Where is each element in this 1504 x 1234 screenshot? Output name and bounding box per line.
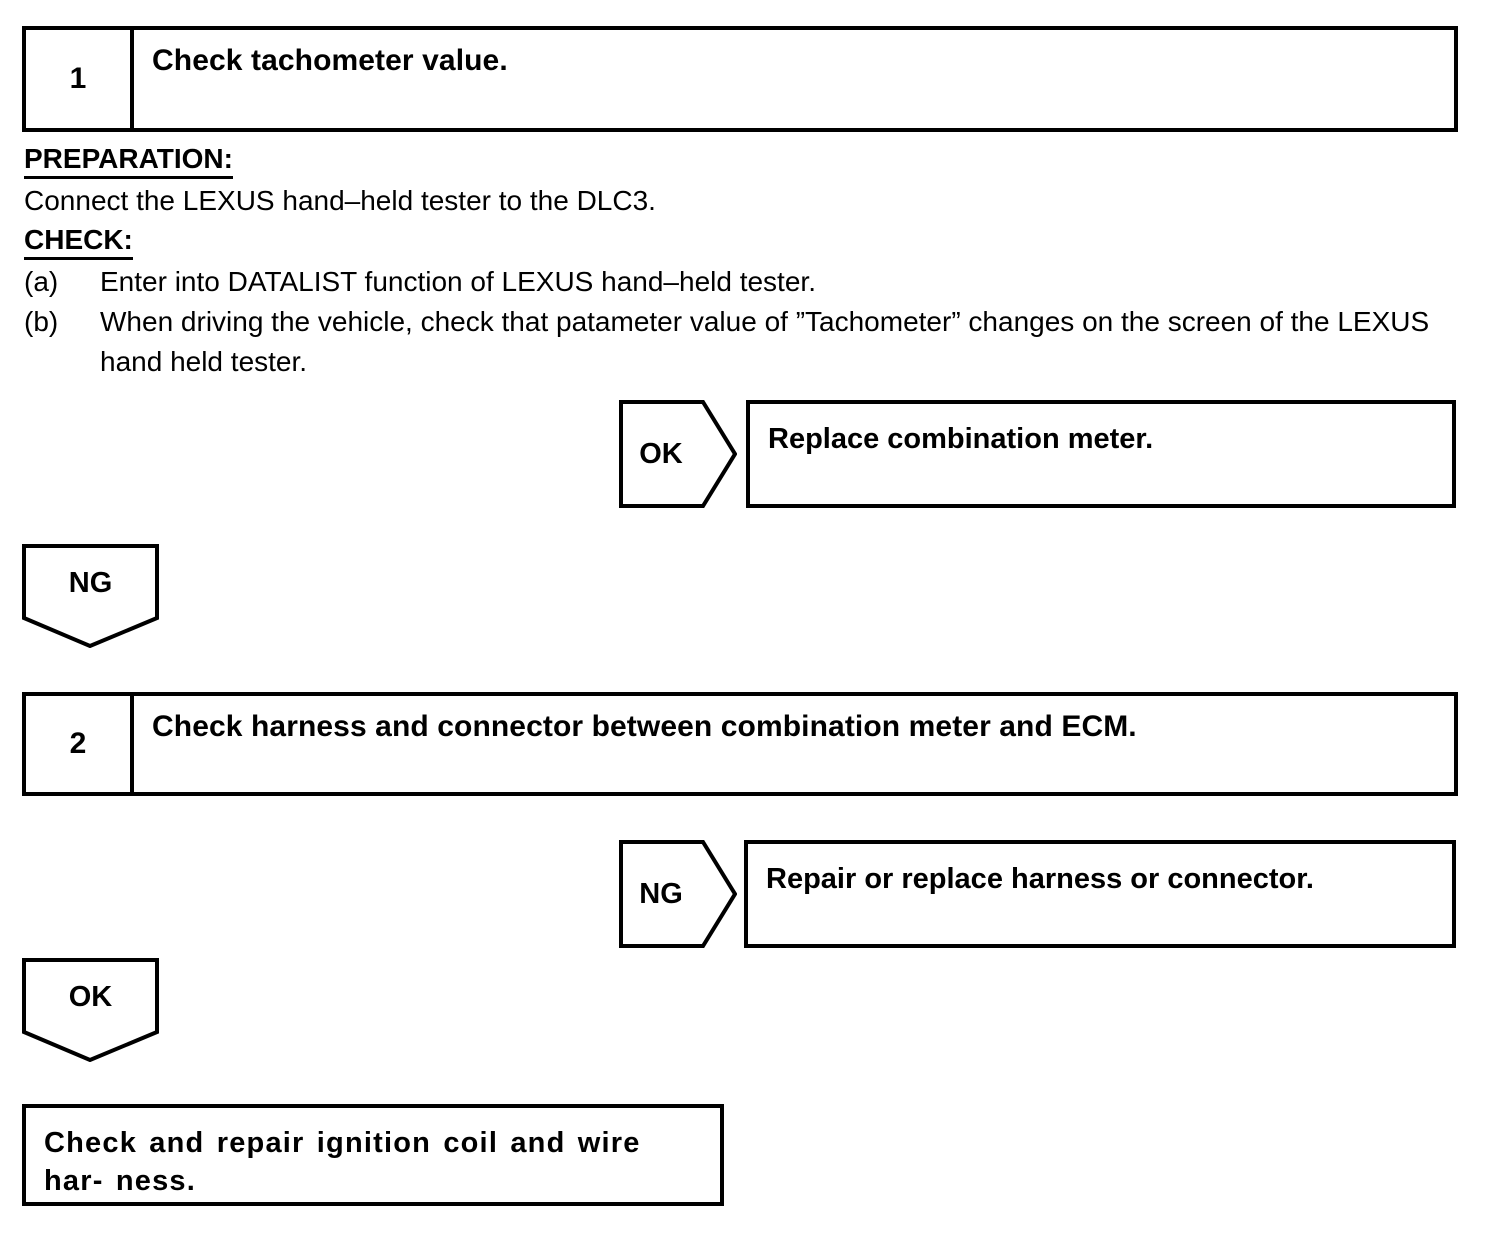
replace-combination-meter-text: Replace combination meter. bbox=[768, 423, 1154, 455]
step-1-ng-arrow: NG bbox=[22, 544, 159, 648]
preparation-heading-row: PREPARATION: bbox=[24, 142, 1474, 181]
check-item-a-text: Enter into DATALIST function of LEXUS ha… bbox=[100, 266, 816, 297]
step-1-box: 1 Check tachometer value. bbox=[22, 26, 1458, 132]
check-heading-row: CHECK: bbox=[24, 223, 1474, 262]
step-1-ok-label: OK bbox=[639, 437, 683, 470]
step-1-title: Check tachometer value. bbox=[152, 44, 508, 77]
repair-harness-box: Repair or replace harness or connector. bbox=[744, 840, 1456, 948]
step-2-ng-label: NG bbox=[639, 877, 683, 910]
check-item-b-marker: (b) bbox=[24, 306, 59, 337]
check-item-a: (a) Enter into DATALIST function of LEXU… bbox=[24, 262, 1474, 302]
step-2-number: 2 bbox=[26, 696, 134, 792]
step-2-title: Check harness and connector between comb… bbox=[152, 710, 1137, 743]
check-item-a-marker: (a) bbox=[24, 266, 59, 297]
step-1-number: 1 bbox=[26, 30, 134, 128]
procedure-text-block: PREPARATION: Connect the LEXUS hand–held… bbox=[24, 142, 1474, 382]
replace-combination-meter-box: Replace combination meter. bbox=[746, 400, 1456, 508]
step-2-box: 2 Check harness and connector between co… bbox=[22, 692, 1458, 796]
final-action-text: Check and repair ignition coil and wire … bbox=[44, 1127, 641, 1197]
step-2-ng-arrow: NG bbox=[619, 840, 737, 948]
preparation-label: PREPARATION: bbox=[24, 142, 233, 179]
pentagon-down-shape bbox=[22, 544, 159, 648]
step-1-ok-arrow: OK bbox=[619, 400, 737, 508]
step-2-ok-arrow: OK bbox=[22, 958, 159, 1062]
pentagon-right-shape bbox=[619, 840, 737, 948]
check-label: CHECK: bbox=[24, 223, 133, 260]
preparation-text: Connect the LEXUS hand–held tester to th… bbox=[24, 185, 656, 216]
step-1-ng-label: NG bbox=[68, 566, 113, 599]
repair-harness-text: Repair or replace harness or connector. bbox=[766, 863, 1314, 895]
final-action-box: Check and repair ignition coil and wire … bbox=[22, 1104, 724, 1206]
check-item-b: (b) When driving the vehicle, check that… bbox=[24, 302, 1474, 382]
check-item-b-text: When driving the vehicle, check that pat… bbox=[100, 306, 1430, 377]
pentagon-down-shape bbox=[22, 958, 159, 1062]
pentagon-right-shape bbox=[619, 400, 737, 508]
step-2-ok-label: OK bbox=[68, 980, 113, 1013]
